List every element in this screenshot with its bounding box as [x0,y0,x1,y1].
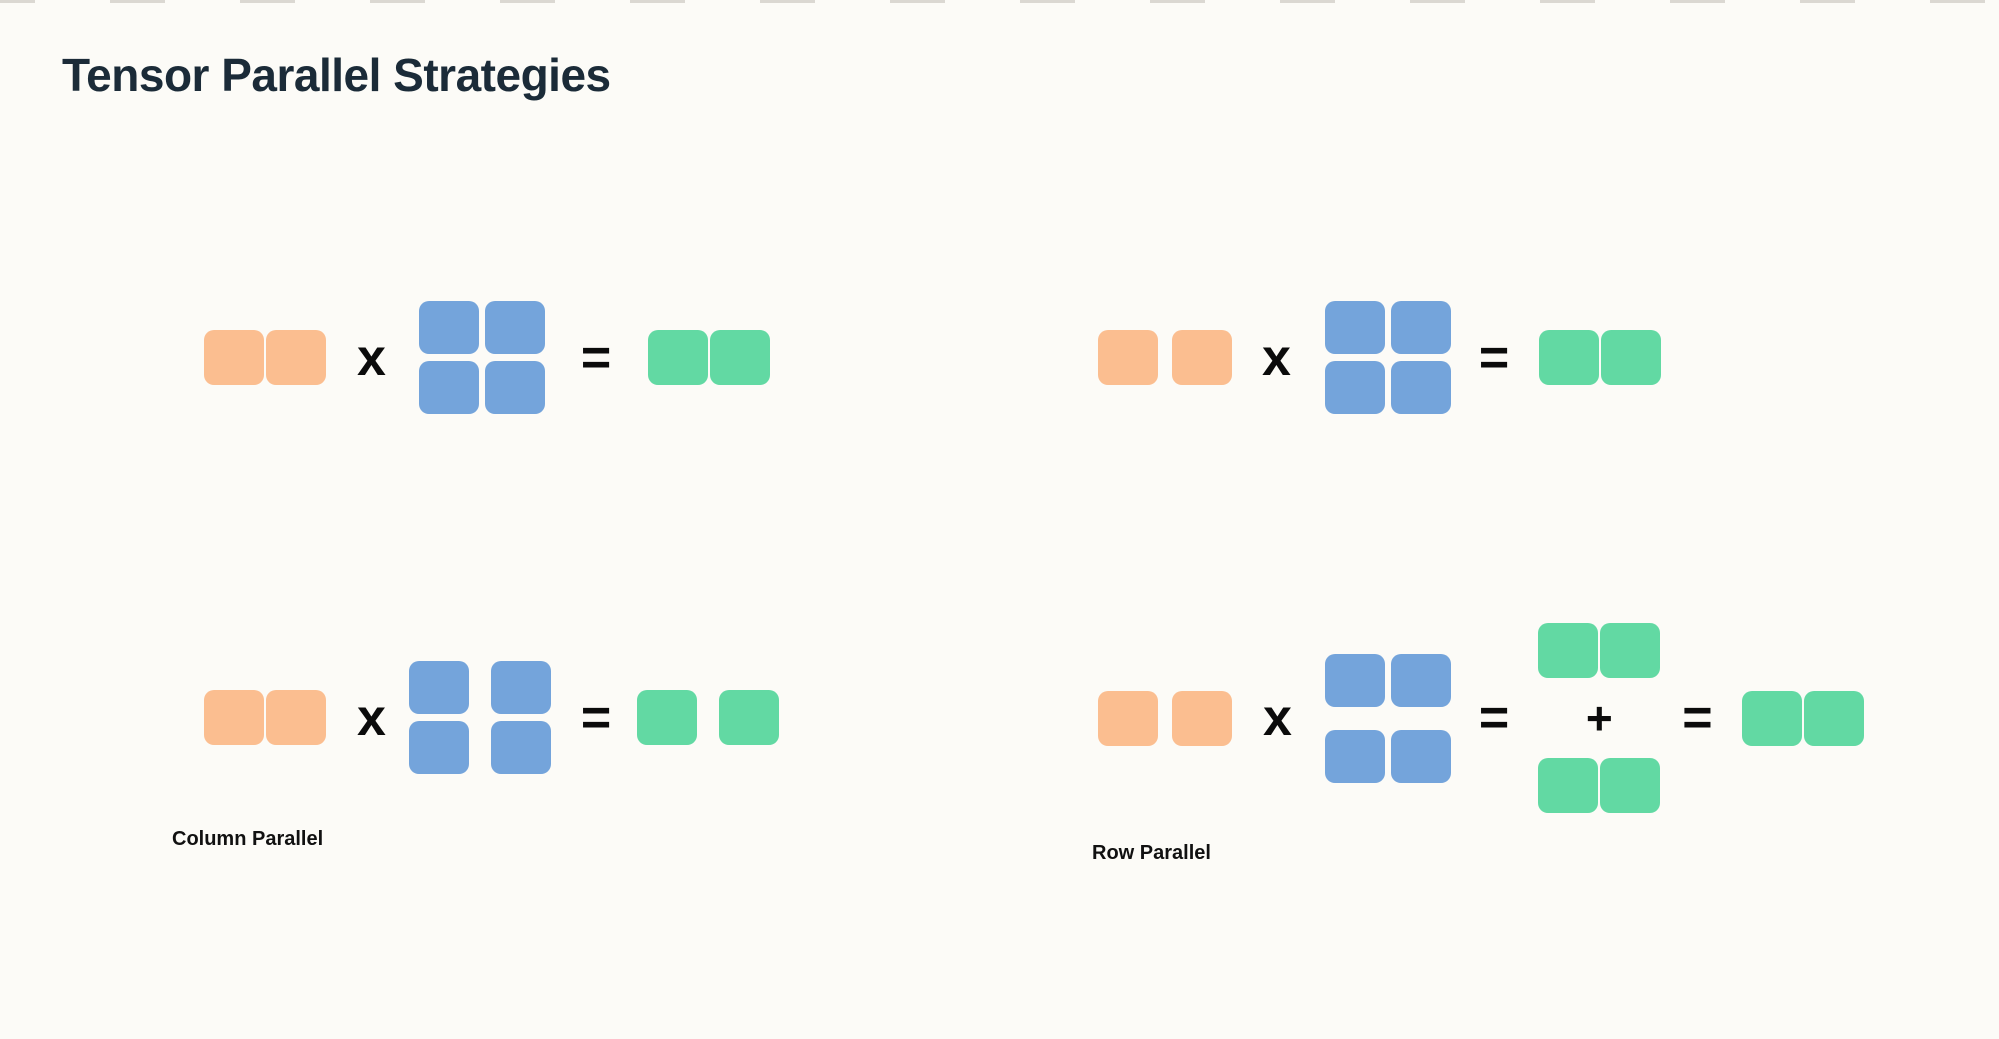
output-block [1741,690,1802,746]
multiply-operator: x [1262,328,1291,387]
output-block [1600,758,1661,813]
weight-block [1324,729,1385,783]
weight-block [418,301,479,354]
weight-block [418,361,479,414]
multiply-operator: x [1263,689,1292,747]
weight-block [490,721,551,774]
input-block [266,690,326,745]
plus-operator: + [1585,692,1613,744]
input-block [266,330,326,385]
multiply-operator: x [357,328,386,387]
weight-block [484,301,545,354]
output-block [1803,690,1864,746]
weight-block [1324,361,1385,414]
diagram-top-right: x = [1098,301,1662,414]
weight-block [1324,301,1385,354]
input-block [1098,330,1158,385]
equals-operator: = [1478,689,1510,747]
input-vector [204,330,326,385]
output-block [1538,623,1599,678]
weight-block [490,661,551,714]
partial-output-bottom [1538,758,1661,813]
diagram-top-left: x = [204,301,771,414]
output-vector-split [637,690,780,745]
weight-block [1390,653,1451,707]
output-block [1600,623,1661,678]
output-block [1538,758,1599,813]
input-block [1172,330,1232,385]
equals-operator: = [580,688,612,747]
input-block [1098,690,1158,746]
weight-block [1390,361,1451,414]
weight-matrix [1324,301,1451,414]
output-block [648,330,709,385]
top-dashed-border [0,0,1999,3]
diagram-row-parallel: x = + = [1098,623,1864,813]
multiply-operator: x [357,688,386,747]
page-title: Tensor Parallel Strategies [62,49,611,101]
weight-matrix [418,301,545,414]
row-parallel-label: Row Parallel [1092,842,1211,864]
input-vector [1098,690,1232,746]
weight-block [1390,301,1451,354]
equals-operator: = [1478,328,1510,387]
output-vector [648,330,771,385]
column-parallel-label: Column Parallel [172,828,324,850]
input-vector [1098,330,1232,385]
input-block [204,690,264,745]
input-block [204,330,264,385]
output-vector [1539,330,1662,385]
partial-sum-stack: + [1538,623,1661,813]
weight-block [1324,653,1385,707]
diagram-column-parallel: x = [204,661,780,774]
output-block [1539,330,1600,385]
output-block [710,330,771,385]
partial-output-top [1538,623,1661,678]
weight-block [408,721,469,774]
output-vector [1741,690,1864,746]
weight-block [484,361,545,414]
weight-matrix-column-split [408,661,551,774]
output-block [637,690,698,745]
weight-matrix-row-split [1324,653,1451,783]
weight-block [408,661,469,714]
output-block [719,690,780,745]
equals-operator: = [580,328,612,387]
equals-operator: = [1682,689,1713,747]
output-block [1601,330,1662,385]
weight-block [1390,729,1451,783]
input-block [1172,690,1232,746]
input-vector [204,690,326,745]
